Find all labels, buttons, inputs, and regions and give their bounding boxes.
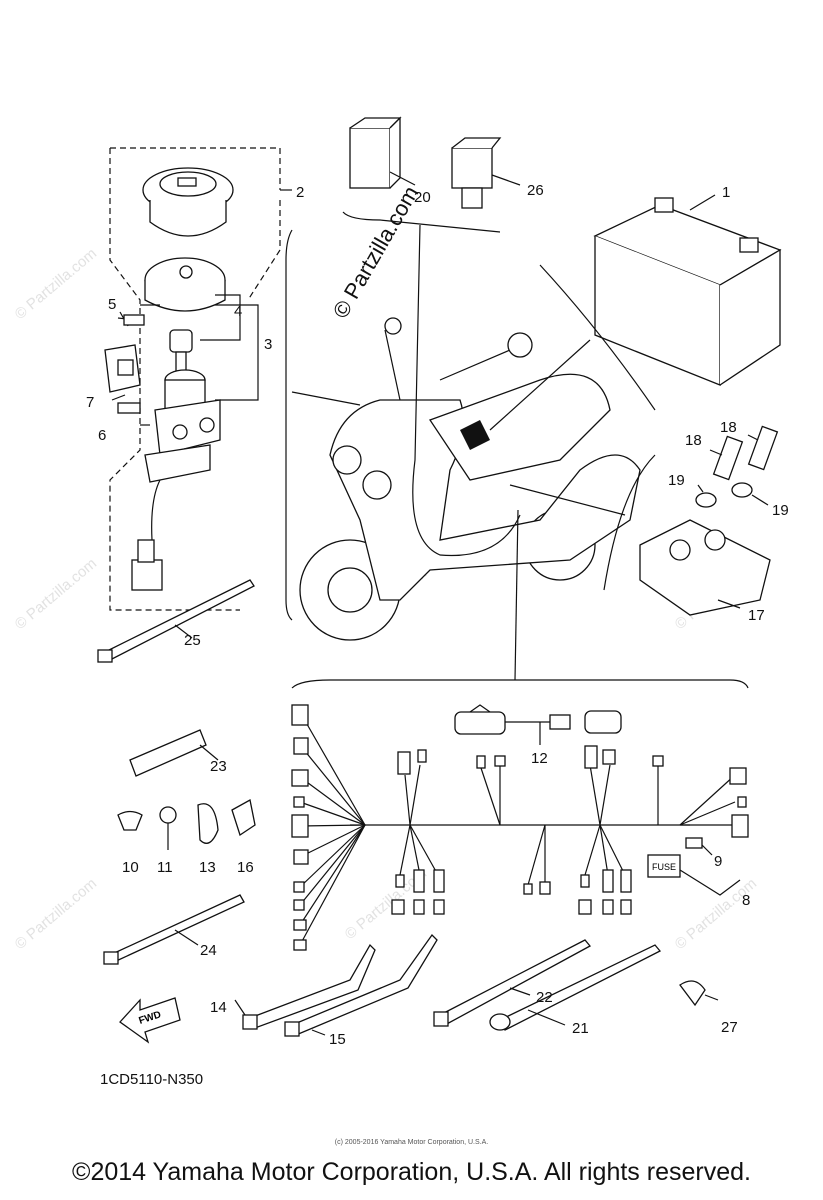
bolt-icon bbox=[747, 425, 779, 471]
bolt-icon bbox=[117, 402, 141, 414]
callout-17: 17 bbox=[748, 607, 765, 624]
relay-icon bbox=[349, 127, 391, 189]
callout-7: 7 bbox=[86, 394, 94, 411]
main-switch-group bbox=[104, 147, 292, 611]
fwd-arrow-icon bbox=[119, 997, 181, 1044]
headlight-icon bbox=[332, 445, 362, 475]
callout-25: 25 bbox=[184, 632, 201, 649]
copyright-small: (c) 2005-2016 Yamaha Motor Corporation, … bbox=[334, 1139, 489, 1146]
fwd-arrow: FWD bbox=[119, 997, 181, 1044]
callout-23: 23 bbox=[210, 758, 227, 775]
headlight-icon bbox=[362, 470, 392, 500]
callout-20: 20 bbox=[414, 189, 431, 206]
copyright-footer: ©2014 Yamaha Motor Corporation, U.S.A. A… bbox=[72, 1158, 751, 1186]
callout-12: 12 bbox=[531, 750, 548, 767]
callout-8: 8 bbox=[742, 892, 750, 909]
wire-harness: FUSE bbox=[291, 679, 749, 951]
connector-icon bbox=[454, 711, 506, 735]
key-icon bbox=[169, 329, 193, 353]
callout-3: 3 bbox=[264, 336, 272, 353]
bolt-icon bbox=[712, 435, 744, 481]
watermark: © Partzilla.com bbox=[12, 245, 100, 323]
clamp-icon bbox=[231, 798, 256, 837]
small-parts bbox=[103, 729, 256, 965]
callout-22: 22 bbox=[536, 989, 553, 1006]
scooter-illustration bbox=[285, 224, 641, 681]
watermark-main: © Partzilla.com bbox=[328, 182, 424, 323]
callout-11: 11 bbox=[157, 859, 173, 876]
cable-tie-25 bbox=[97, 579, 255, 663]
callout-labels: 1 2 3 4 5 6 7 8 9 10 11 12 13 14 15 16 1… bbox=[86, 182, 789, 1088]
callout-16: 16 bbox=[237, 859, 254, 876]
clamp-icon bbox=[679, 980, 706, 1007]
callout-19b: 19 bbox=[772, 502, 789, 519]
screw-icon bbox=[159, 806, 177, 824]
cable-tie-icon bbox=[249, 943, 376, 1029]
callout-21: 21 bbox=[572, 1020, 589, 1037]
callout-9: 9 bbox=[714, 853, 722, 870]
connector-icon bbox=[131, 559, 163, 591]
watermark: © Partzilla.com bbox=[12, 555, 100, 633]
bolt-icon bbox=[123, 314, 145, 326]
callout-14: 14 bbox=[210, 999, 227, 1016]
grommet-icon bbox=[731, 482, 753, 498]
callout-10: 10 bbox=[122, 859, 139, 876]
relay-icon bbox=[451, 147, 493, 189]
battery bbox=[539, 194, 782, 411]
callout-13: 13 bbox=[199, 859, 216, 876]
cable-tie-icon bbox=[291, 933, 438, 1036]
callout-15: 15 bbox=[329, 1031, 346, 1048]
callout-19: 19 bbox=[668, 472, 685, 489]
watermark: © Partzilla.com bbox=[672, 875, 760, 953]
callout-18: 18 bbox=[685, 432, 702, 449]
diagram-code: 1CD5110-N350 bbox=[100, 1071, 203, 1088]
relay-group bbox=[342, 116, 521, 233]
bands bbox=[234, 933, 719, 1037]
callout-27: 27 bbox=[721, 1019, 738, 1036]
watermark: © Partzilla.com bbox=[12, 875, 100, 953]
fuse-box-icon bbox=[647, 854, 681, 878]
callout-1: 1 bbox=[722, 184, 730, 201]
callout-26: 26 bbox=[527, 182, 544, 199]
clip-icon bbox=[117, 810, 143, 831]
callout-4: 4 bbox=[234, 303, 242, 320]
callout-5: 5 bbox=[108, 296, 116, 313]
grommet-icon bbox=[695, 492, 717, 508]
rectifier-icon bbox=[639, 519, 771, 616]
harness-connectors bbox=[291, 704, 749, 951]
callout-18b: 18 bbox=[720, 419, 737, 436]
clamp-icon bbox=[197, 803, 219, 844]
callout-24: 24 bbox=[200, 942, 217, 959]
band-icon bbox=[499, 944, 662, 1031]
fuse-icon bbox=[685, 837, 703, 849]
tube-icon bbox=[129, 729, 207, 777]
callout-2: 2 bbox=[296, 184, 304, 201]
callout-6: 6 bbox=[98, 427, 106, 444]
fuse-label: FUSE bbox=[652, 862, 676, 872]
rectifier-group bbox=[603, 425, 779, 616]
